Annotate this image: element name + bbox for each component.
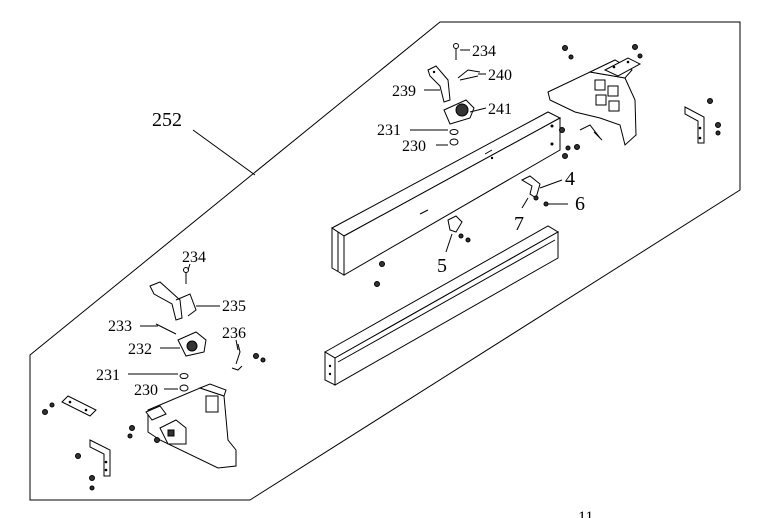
callout-231-top: 231: [377, 122, 401, 139]
upper-beam: [331, 111, 562, 276]
left-l-plate: [89, 439, 111, 477]
callout-235: 235: [222, 298, 246, 315]
right-fasteners: [559, 44, 721, 159]
right-hinge-bracket: [547, 57, 642, 146]
callout-240: 240: [488, 67, 512, 84]
page-number: 11: [578, 509, 593, 518]
callout-4: 4: [565, 168, 575, 190]
latch-parts: [374, 175, 549, 287]
callout-7: 7: [514, 213, 524, 235]
callout-233: 233: [108, 318, 132, 335]
leader-236: [235, 339, 239, 351]
callout-230-top: 230: [402, 138, 426, 155]
left-fasteners: [42, 353, 266, 491]
callout-230-left: 230: [134, 382, 158, 399]
leader-252: [192, 129, 256, 176]
callout-231-left: 231: [96, 367, 120, 384]
leader-7: [521, 197, 529, 209]
left-hinge-bracket: [145, 383, 237, 469]
callout-6: 6: [575, 193, 585, 215]
callout-241: 241: [488, 101, 512, 118]
right-l-plate: [684, 106, 705, 144]
callout-236: 236: [222, 325, 246, 342]
lower-rail: [324, 225, 559, 386]
assembly-outline: [29, 21, 741, 501]
callout-232: 232: [128, 341, 152, 358]
callout-239: 239: [392, 83, 416, 100]
leader-234b: [187, 263, 191, 271]
left-hinge-parts: [149, 267, 243, 392]
left-flat-plate: [61, 395, 97, 417]
callout-5: 5: [437, 255, 447, 277]
callout-234-top: 234: [472, 43, 496, 60]
callout-234-left: 234: [182, 249, 206, 266]
leader-241: [469, 107, 487, 113]
top-hinge-parts: [427, 43, 481, 146]
callout-252: 252: [152, 109, 182, 131]
leader-5: [445, 233, 453, 253]
leader-4: [539, 179, 563, 189]
